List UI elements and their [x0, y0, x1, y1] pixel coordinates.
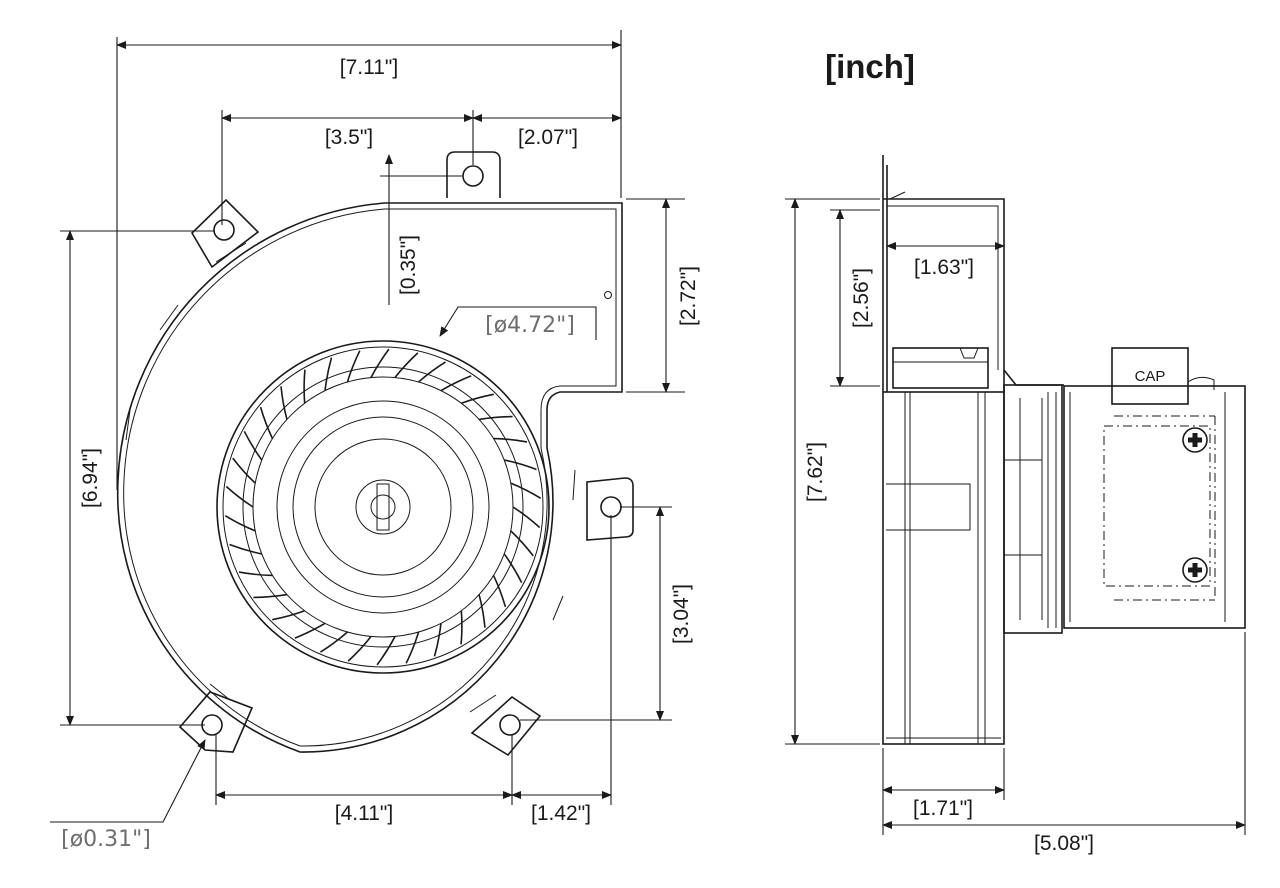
- dim-wheel-diameter: [ø4.72"]: [439, 306, 597, 340]
- fan-blade: [394, 352, 419, 379]
- fan-blade: [405, 631, 420, 664]
- label-side-housing-depth: [1.71"]: [913, 797, 973, 820]
- fan-blades: [224, 348, 542, 666]
- fan-blade: [347, 635, 372, 662]
- capacitor: CAP: [1111, 347, 1215, 405]
- dim-bottom-spans: [4.11"] [1.42"]: [215, 515, 612, 825]
- dim-overall-height: [6.94"]: [60, 230, 215, 726]
- housing-seam-marks: [125, 242, 576, 713]
- side-housing-body: [882, 391, 1005, 745]
- fan-blade: [376, 636, 396, 666]
- fan-blade: [440, 375, 472, 392]
- unit-label: [inch]: [825, 48, 915, 85]
- dim-tab-height: [0.35"]: [380, 154, 462, 305]
- dim-side-overall-depth: [5.08"]: [882, 632, 1246, 855]
- dim-side-housing-depth: [1.71"]: [882, 748, 1005, 835]
- label-hole-diameter: [ø0.31"]: [61, 827, 151, 852]
- label-wheel-diameter: [ø4.72"]: [485, 313, 575, 338]
- fan-blade: [493, 437, 528, 443]
- outlet-screw-hole: [604, 291, 612, 299]
- fan-blade: [503, 553, 523, 584]
- dim-top-mount-offsets: [3.5"] [2.07"]: [221, 110, 622, 225]
- label-overall-width: [7.11"]: [340, 56, 398, 79]
- label-tab-height: [0.35"]: [397, 235, 420, 295]
- fan-blade: [243, 430, 263, 461]
- fan-blade: [433, 623, 442, 657]
- fan-blade: [232, 457, 256, 484]
- label-lower-mount-height: [3.04"]: [670, 584, 693, 644]
- fan-blade: [229, 543, 262, 555]
- fan-wheel: [216, 340, 550, 674]
- label-side-outlet-depth: [1.63"]: [914, 256, 974, 279]
- fan-blade: [510, 482, 542, 500]
- label-side-overall-depth: [5.08"]: [1034, 832, 1094, 855]
- mount-tab-upper-left: [190, 198, 260, 269]
- fan-blade: [504, 459, 537, 471]
- fan-blade: [512, 506, 541, 529]
- fan-blade: [320, 631, 348, 653]
- motor-screw-top: [1182, 427, 1208, 453]
- label-bottom-right-span: [1.42"]: [531, 802, 591, 825]
- dim-overall-width: [7.11"]: [116, 30, 622, 490]
- dim-lower-mount-height: [3.04"]: [520, 506, 693, 721]
- fan-blade: [460, 610, 463, 645]
- fan-blade: [478, 594, 486, 628]
- fan-blade: [224, 514, 256, 532]
- fan-blade: [370, 348, 390, 378]
- label-side-outlet-height: [2.56"]: [850, 268, 873, 328]
- label-overall-height: [6.94"]: [79, 448, 102, 508]
- fan-blade: [510, 530, 534, 557]
- fan-blade: [478, 415, 513, 421]
- fan-blade: [324, 357, 333, 391]
- dim-outlet-height: [2.72"]: [626, 198, 700, 393]
- side-motor: [1063, 385, 1246, 629]
- fan-blade: [280, 386, 288, 420]
- dim-side-overall-height: [7.62"]: [785, 198, 880, 745]
- scroll-housing-outline: [116, 202, 623, 753]
- mount-tab-lower-right: [470, 695, 542, 757]
- fan-blade: [253, 593, 288, 599]
- mount-tab-right: [586, 477, 634, 541]
- label-bottom-span: [4.11"]: [335, 802, 393, 825]
- label-outlet-height: [2.72"]: [677, 266, 700, 326]
- label-mount-offset-left: [3.5"]: [325, 126, 373, 149]
- capacitor-label: CAP: [1135, 368, 1166, 385]
- motor-screw-bottom: [1182, 557, 1208, 583]
- fan-blade: [238, 571, 273, 577]
- fan-blade: [272, 609, 305, 621]
- fan-blade: [461, 393, 494, 405]
- label-mount-offset-right: [2.07"]: [518, 126, 578, 149]
- side-outlet-duct: [882, 155, 1005, 392]
- fan-blade: [225, 485, 254, 508]
- fan-blade: [294, 622, 326, 639]
- dim-hole-diameter: [ø0.31"]: [50, 739, 206, 852]
- dim-side-outlet-height: [2.56"]: [830, 209, 880, 387]
- scroll-housing-inner: [123, 208, 617, 747]
- label-side-overall-height: [7.62"]: [804, 442, 827, 502]
- fan-blade: [346, 350, 361, 383]
- fan-blade: [492, 575, 507, 608]
- side-motor-mount: [1003, 384, 1063, 634]
- fan-blade: [303, 369, 306, 404]
- side-flange: [892, 347, 1064, 389]
- front-view: [7.11"] [3.5"] [2.07"] [0.35"] [2.72"] [: [50, 30, 700, 852]
- fan-blade: [418, 361, 446, 383]
- fan-blade: [259, 406, 274, 439]
- side-view: CAP [7.62"] [2.56"] [1.63"] [1.71"]: [785, 155, 1246, 855]
- dim-side-outlet-depth: [1.63"]: [886, 242, 1005, 279]
